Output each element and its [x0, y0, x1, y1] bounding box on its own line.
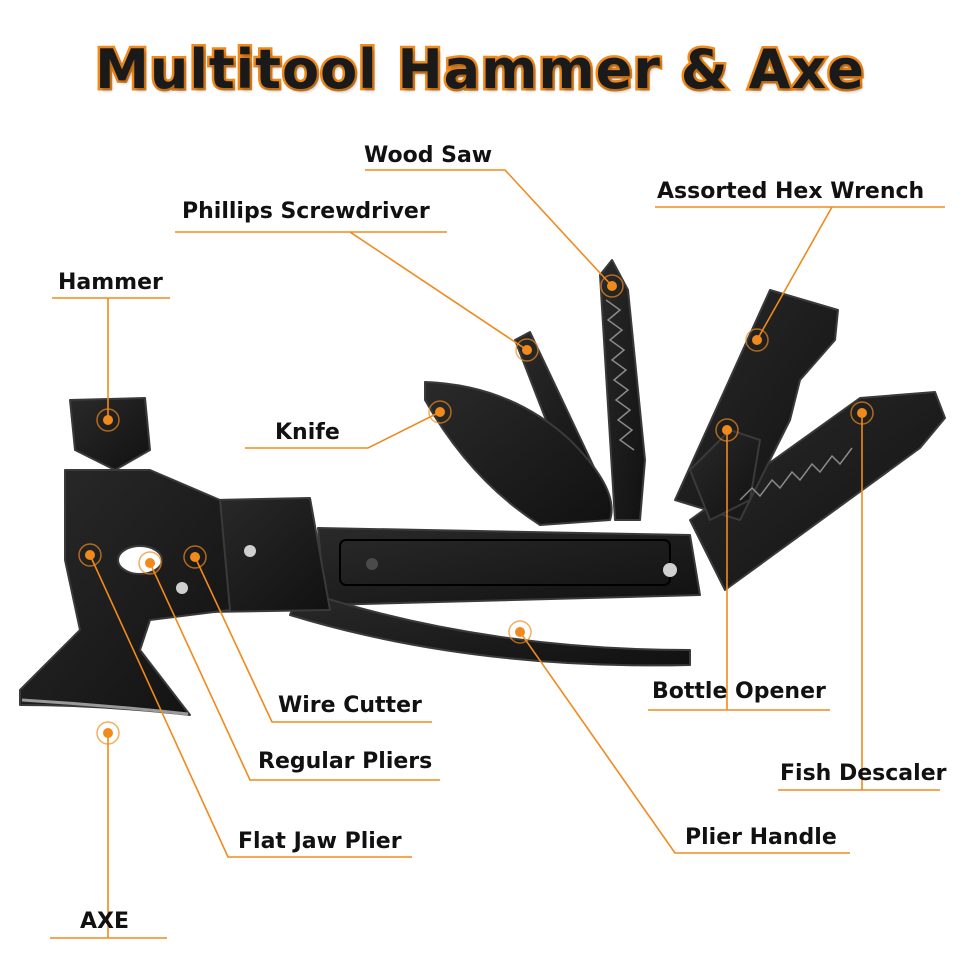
fish-descaler-blade — [689, 391, 946, 591]
rivet-4 — [663, 563, 677, 577]
ring-phillips — [515, 338, 539, 362]
wood-saw-blade — [599, 259, 646, 521]
plier-handle — [289, 589, 691, 667]
tool-illustration — [19, 259, 946, 716]
hammer-head — [69, 397, 151, 471]
axe-body — [19, 469, 231, 716]
ring-bottle-opener — [715, 418, 739, 442]
marker-regular-pliers — [145, 558, 155, 568]
marker-flat-jaw — [85, 550, 95, 560]
label-hex-wrench: Assorted Hex Wrench — [657, 179, 925, 204]
label-wood-saw: Wood Saw — [364, 143, 493, 168]
marker-phillips — [522, 345, 532, 355]
label-flat-jaw: Flat Jaw Plier — [238, 829, 402, 854]
marker-bottle-opener — [722, 425, 732, 435]
marker-wire-cutter — [190, 552, 200, 562]
marker-wood-saw — [607, 281, 617, 291]
descaler-teeth — [739, 447, 853, 501]
rivet-1 — [244, 545, 256, 557]
ring-plier-handle — [508, 620, 532, 644]
leader-axe — [50, 733, 167, 939]
label-wire-cutter: Wire Cutter — [278, 693, 422, 718]
leader-lines — [50, 169, 945, 939]
leader-fish-descaler — [778, 413, 940, 791]
ring-wire-cutter — [183, 545, 207, 569]
ring-fish-descaler — [850, 401, 874, 425]
knife-blade — [424, 381, 613, 526]
label-knife: Knife — [275, 420, 340, 445]
leader-phillips — [175, 231, 528, 351]
label-axe: AXE — [80, 909, 130, 934]
label-plier-handle: Plier Handle — [685, 825, 837, 850]
ring-flat-jaw — [78, 543, 102, 567]
handle-slot — [339, 539, 671, 586]
label-phillips: Phillips Screwdriver — [182, 199, 430, 224]
marker-hammer — [103, 415, 113, 425]
label-bottle-opener: Bottle Opener — [652, 679, 826, 704]
ring-knife — [428, 400, 452, 424]
markers — [78, 274, 874, 745]
leader-hex-wrench — [655, 206, 945, 341]
label-regular-pliers: Regular Pliers — [258, 749, 433, 774]
label-hammer: Hammer — [58, 270, 163, 295]
leader-flat-jaw — [89, 554, 412, 858]
leader-hammer — [52, 297, 170, 420]
saw-teeth — [605, 299, 635, 451]
leader-wood-saw — [365, 169, 613, 287]
leader-wire-cutter — [194, 556, 432, 723]
ring-regular-pliers — [138, 551, 162, 575]
tool-details — [21, 299, 853, 716]
axe-edge — [21, 698, 189, 716]
page-title: Multitool Hammer & Axe — [0, 36, 960, 104]
ring-hammer — [96, 408, 120, 432]
leader-plier-handle — [519, 631, 850, 854]
ring-axe — [96, 721, 120, 745]
marker-fish-descaler — [857, 408, 867, 418]
marker-knife — [435, 407, 445, 417]
rivet-3 — [366, 558, 378, 570]
rivet-2 — [176, 582, 188, 594]
marker-hex-wrench — [752, 335, 762, 345]
marker-axe — [103, 728, 113, 738]
leader-bottle-opener — [648, 430, 830, 711]
ring-hex-wrench — [745, 328, 769, 352]
label-fish-descaler: Fish Descaler — [780, 761, 947, 786]
title-text: Multitool Hammer & Axe — [93, 36, 867, 104]
ring-wood-saw — [600, 274, 624, 298]
marker-plier-handle — [515, 627, 525, 637]
leader-knife — [245, 411, 441, 449]
leader-regular-pliers — [149, 562, 440, 781]
